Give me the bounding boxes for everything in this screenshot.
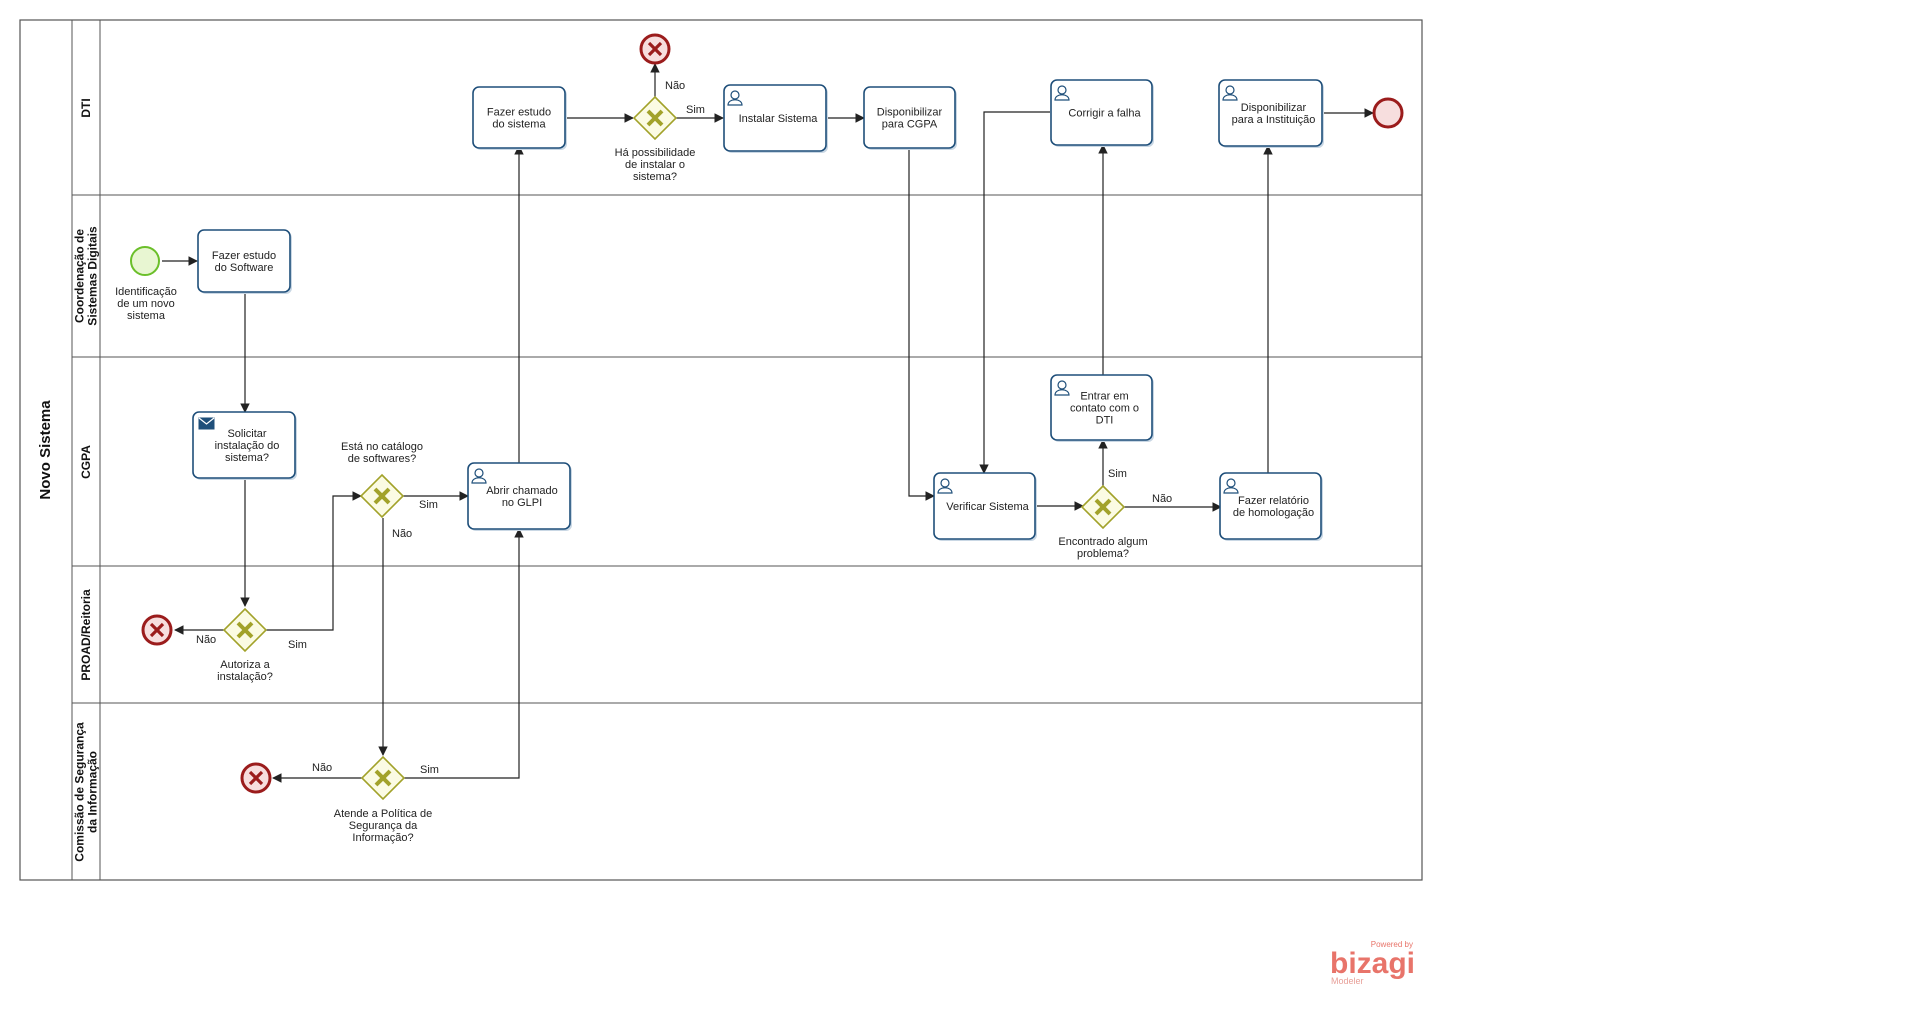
end-event-circle[interactable] <box>1372 97 1404 129</box>
pool-label: Novo Sistema <box>37 400 54 500</box>
flow-politica-sim <box>404 528 524 779</box>
error-end-events <box>141 33 671 794</box>
label-catalogo-sim: Sim <box>419 499 438 511</box>
flow-disponibilizar-to-verificar <box>908 148 935 501</box>
label-autoriza-sim: Sim <box>288 639 307 651</box>
label-politica-sim: Sim <box>420 764 439 776</box>
flow-corrigir-to-verificar <box>979 111 1050 474</box>
bizagi-logo: bizagi <box>1330 947 1415 980</box>
lane-label-cgpa: CGPA <box>79 445 93 479</box>
label-possibilidade-nao: Não <box>665 80 685 92</box>
task-label: Instalar Sistema <box>739 113 819 125</box>
task-label: Corrigir a falha <box>1068 108 1141 120</box>
label-catalogo-nao: Não <box>392 528 412 540</box>
task-corrigir[interactable]: Corrigir a falha <box>1050 79 1154 147</box>
error-end-event-politica[interactable] <box>240 762 272 794</box>
label-autoriza-nao: Não <box>196 634 216 646</box>
sequence-flows <box>162 63 1374 783</box>
label-politica-nao: Não <box>312 762 332 774</box>
error-end-event-possibilidade[interactable] <box>639 33 671 65</box>
lane-label-proad: PROAD/Reitoria <box>79 589 93 681</box>
start-event-circle[interactable] <box>130 246 160 276</box>
lane-label-csi: Comissão de Segurançada Informação <box>73 722 100 862</box>
end-event[interactable] <box>1372 97 1404 129</box>
user-icon <box>1222 85 1238 101</box>
lane-label-dti: DTI <box>79 98 93 117</box>
label-problema-sim: Sim <box>1108 468 1127 480</box>
envelope-icon <box>198 417 215 430</box>
user-icon <box>727 90 743 106</box>
label-problema-nao: Não <box>1152 493 1172 505</box>
bizagi-branding: Powered by bizagi Modeler <box>1330 940 1415 986</box>
error-end-event-autoriza[interactable] <box>141 614 173 646</box>
branding-powered-text: Powered by <box>1371 940 1413 949</box>
task-instalar[interactable]: Instalar Sistema <box>723 84 828 153</box>
user-icon <box>1223 478 1239 494</box>
flow-labels: Não Sim Sim Não Não Sim Não Sim Sim Não <box>196 80 1172 776</box>
lane-label-csd: Coordenação deSistemas Digitais <box>73 226 100 326</box>
user-icon <box>471 468 487 484</box>
flow-autoriza-sim <box>266 491 362 631</box>
label-possibilidade-sim: Sim <box>686 104 705 116</box>
user-icon <box>1054 85 1070 101</box>
user-icon <box>1054 380 1070 396</box>
task-label: Verificar Sistema <box>946 501 1029 513</box>
task-verificar[interactable]: Verificar Sistema <box>933 472 1037 541</box>
branding-product-text: Modeler <box>1331 976 1364 986</box>
user-icon <box>937 478 953 494</box>
